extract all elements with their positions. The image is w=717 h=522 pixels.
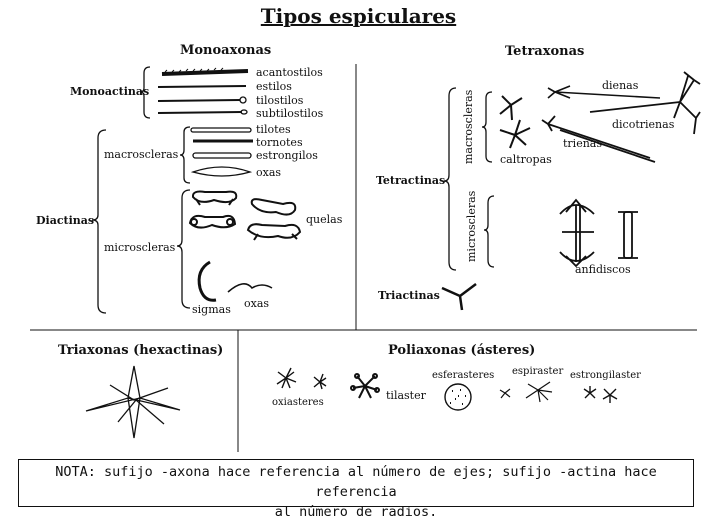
hexactina-spicule	[85, 365, 181, 439]
sigma-spicule	[197, 260, 217, 302]
tilostilo-spicule	[157, 96, 247, 104]
brace-microscleras	[176, 189, 191, 309]
note-line-1: NOTA: sufijo -axona hace referencia al n…	[55, 464, 657, 500]
micro-oxa-spicule	[227, 283, 273, 293]
oxas-micro-label: oxas	[244, 297, 270, 310]
esferasteres-label: esferasteres	[432, 370, 495, 381]
macroscleras-label: macroscleras	[104, 148, 179, 161]
brace-monoactinas	[139, 66, 151, 119]
subtilostilo-spicule	[157, 109, 248, 115]
tetra-macroscleras-label: macroscleras	[462, 89, 475, 164]
tilaster-label: tilaster	[386, 389, 426, 402]
page-title: Tipos espiculares	[260, 4, 457, 28]
tilaster-spicule	[350, 373, 380, 399]
dienas-label: dienas	[602, 79, 639, 92]
oxa-spicule	[190, 166, 253, 177]
triena-spicule	[541, 115, 656, 163]
acantostilo-spicule	[161, 67, 249, 76]
anfidiscos-label: anfidiscos	[575, 263, 631, 276]
triactinas-label: Triactinas	[378, 289, 440, 302]
esferaster-spicule	[444, 383, 472, 411]
quela-spicules	[188, 190, 302, 241]
dicotrienas-label: dicotrienas	[612, 118, 675, 131]
subtilostilos-label: subtilostilos	[256, 107, 324, 120]
espiraster-spicules	[499, 381, 553, 403]
quelas-label: quelas	[306, 213, 343, 226]
brace-macroscleras	[179, 126, 191, 184]
monoactinas-label: Monoactinas	[70, 85, 150, 98]
caltropas-label: caltropas	[500, 153, 552, 166]
tetra-microscleras-label: microscleras	[465, 190, 478, 262]
tornotes-label: tornotes	[256, 136, 303, 149]
oxas-macro-label: oxas	[256, 166, 282, 179]
espiraster-label: espiraster	[512, 366, 564, 377]
note-line-2: al número de radios.	[274, 504, 438, 520]
triaxonas-header: Triaxonas (hexactinas)	[58, 343, 224, 358]
trienas-label: trienas	[563, 137, 602, 150]
poliaxonas-header: Poliaxonas (ásteres)	[388, 343, 536, 358]
microscleras-label: microscleras	[104, 241, 176, 254]
tetractinas-label: Tetractinas	[376, 174, 446, 187]
brace-tetra-macro	[481, 91, 493, 163]
monoaxonas-header: Monoaxonas	[180, 43, 272, 58]
tilotes-label: tilotes	[256, 123, 291, 136]
acantostilos-label: acantostilos	[256, 66, 323, 79]
caltropa-spicule	[499, 95, 531, 149]
note-box: NOTA: sufijo -axona hace referencia al n…	[18, 459, 694, 520]
brace-tetractinas	[443, 87, 457, 271]
section-dividers	[30, 64, 697, 452]
oxiasteres-label: oxiasteres	[272, 397, 324, 408]
oxiaster-spicules	[276, 367, 327, 390]
dicotriena-spicule	[589, 71, 701, 135]
tetraxonas-header: Tetraxonas	[505, 44, 585, 59]
diactinas-label: Diactinas	[36, 214, 95, 227]
sigmas-label: sigmas	[192, 303, 231, 316]
brace-tetra-micro	[483, 195, 495, 268]
estrongilaster-label: estrongilaster	[570, 370, 641, 381]
diena-spicule	[547, 85, 661, 99]
estrongilos-label: estrongilos	[256, 149, 318, 162]
tilostilos-label: tilostilos	[256, 94, 304, 107]
tilote-spicule	[190, 127, 252, 133]
brace-diactinas	[91, 129, 107, 314]
estilo-spicule	[157, 85, 247, 88]
triactina-spicule	[441, 283, 477, 311]
estrongilaster-spicules	[583, 386, 618, 403]
estilos-label: estilos	[256, 80, 292, 93]
anfidisco-spicules	[559, 198, 638, 268]
estrongilo-spicule	[192, 152, 252, 159]
